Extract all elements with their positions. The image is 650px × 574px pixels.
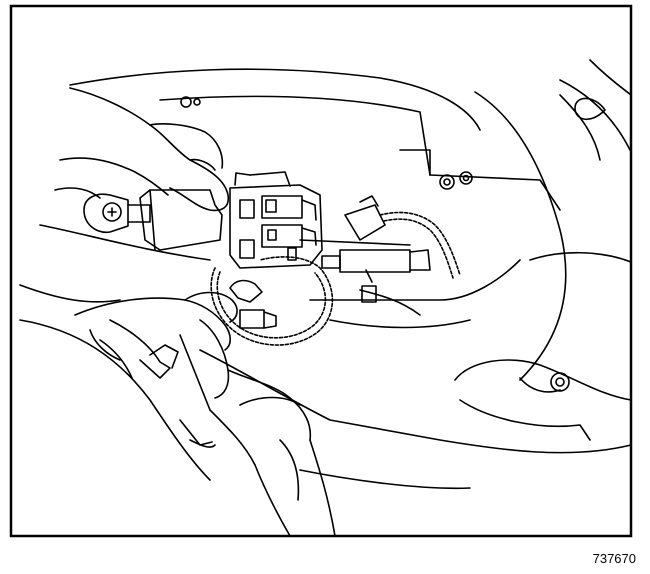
mounting-bolt-icon [439,171,473,190]
electrical-connector-icon [229,195,431,329]
ignition-key-icon [83,193,151,234]
ignition-switch-icon [139,171,323,269]
illustration-border [9,4,633,538]
hand-icon [54,87,230,212]
hand-icon [74,291,336,537]
dashboard-structure [19,59,632,490]
wire-harness-icon [210,211,461,346]
figure-id-label: 737670 [592,551,636,566]
